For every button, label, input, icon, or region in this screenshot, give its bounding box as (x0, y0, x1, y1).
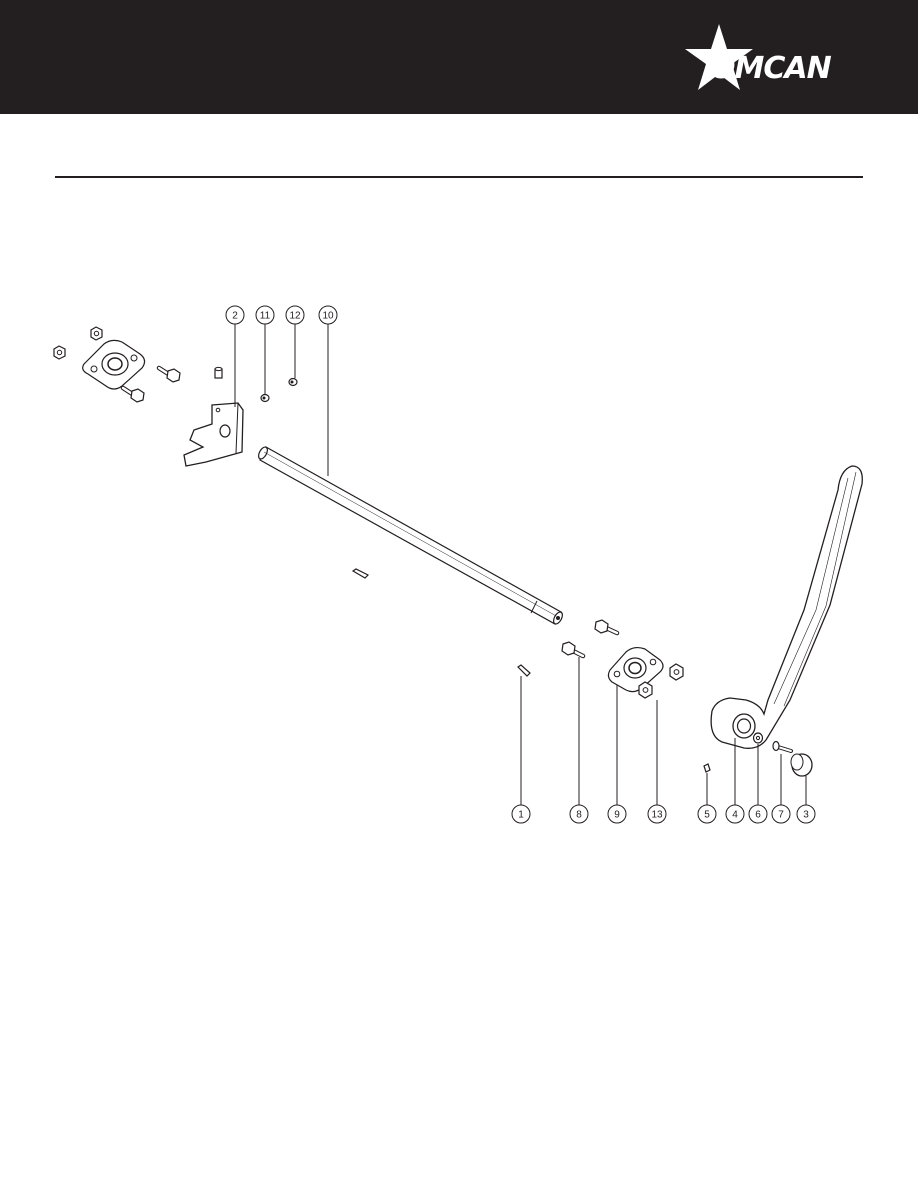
callout-4: 4 (726, 805, 744, 823)
callout-9: 9 (608, 805, 626, 823)
hex-nut (91, 327, 102, 340)
screw (773, 742, 791, 752)
callout-12: 12 (286, 306, 304, 324)
hex-bolt (123, 388, 144, 402)
hex-nut (670, 664, 683, 680)
callout-label: 8 (576, 810, 582, 821)
hex-nut (639, 682, 652, 698)
callout-1: 1 (512, 805, 530, 823)
left-bearing-flange (83, 340, 145, 389)
shaft (257, 446, 564, 626)
key-pin (704, 764, 710, 772)
callout-13: 13 (648, 805, 666, 823)
callout-8: 8 (570, 805, 588, 823)
right-bearing-flange (608, 648, 663, 692)
hex-bolt (159, 368, 180, 382)
callout-2: 2 (226, 306, 244, 324)
washer (754, 733, 763, 743)
callout-7: 7 (772, 805, 790, 823)
hex-bolt (562, 642, 583, 656)
callout-label: 5 (704, 810, 710, 821)
callout-label: 12 (289, 311, 301, 322)
key-pin (518, 665, 530, 676)
callout-label: 4 (732, 810, 738, 821)
callout-label: 1 (518, 810, 524, 821)
callout-6: 6 (749, 805, 767, 823)
bracket (184, 403, 243, 466)
callout-10: 10 (319, 306, 337, 324)
knob-cap (791, 754, 812, 776)
callout-11: 11 (256, 306, 274, 324)
callout-label: 9 (614, 810, 620, 821)
handle-lever (711, 466, 862, 748)
set-screw (289, 379, 297, 386)
callout-3: 3 (797, 805, 815, 823)
callout-label: 7 (778, 810, 784, 821)
hex-nut (54, 346, 65, 359)
callout-label: 3 (803, 810, 809, 821)
hex-bolt (595, 620, 617, 633)
set-screw (215, 367, 222, 378)
callout-label: 10 (322, 311, 334, 322)
callout-5: 5 (698, 805, 716, 823)
callout-label: 2 (232, 311, 238, 322)
callout-label: 13 (651, 810, 663, 821)
set-screw (261, 395, 269, 402)
callout-label: 6 (755, 810, 761, 821)
key-pin (353, 569, 368, 578)
callout-label: 11 (260, 311, 271, 322)
